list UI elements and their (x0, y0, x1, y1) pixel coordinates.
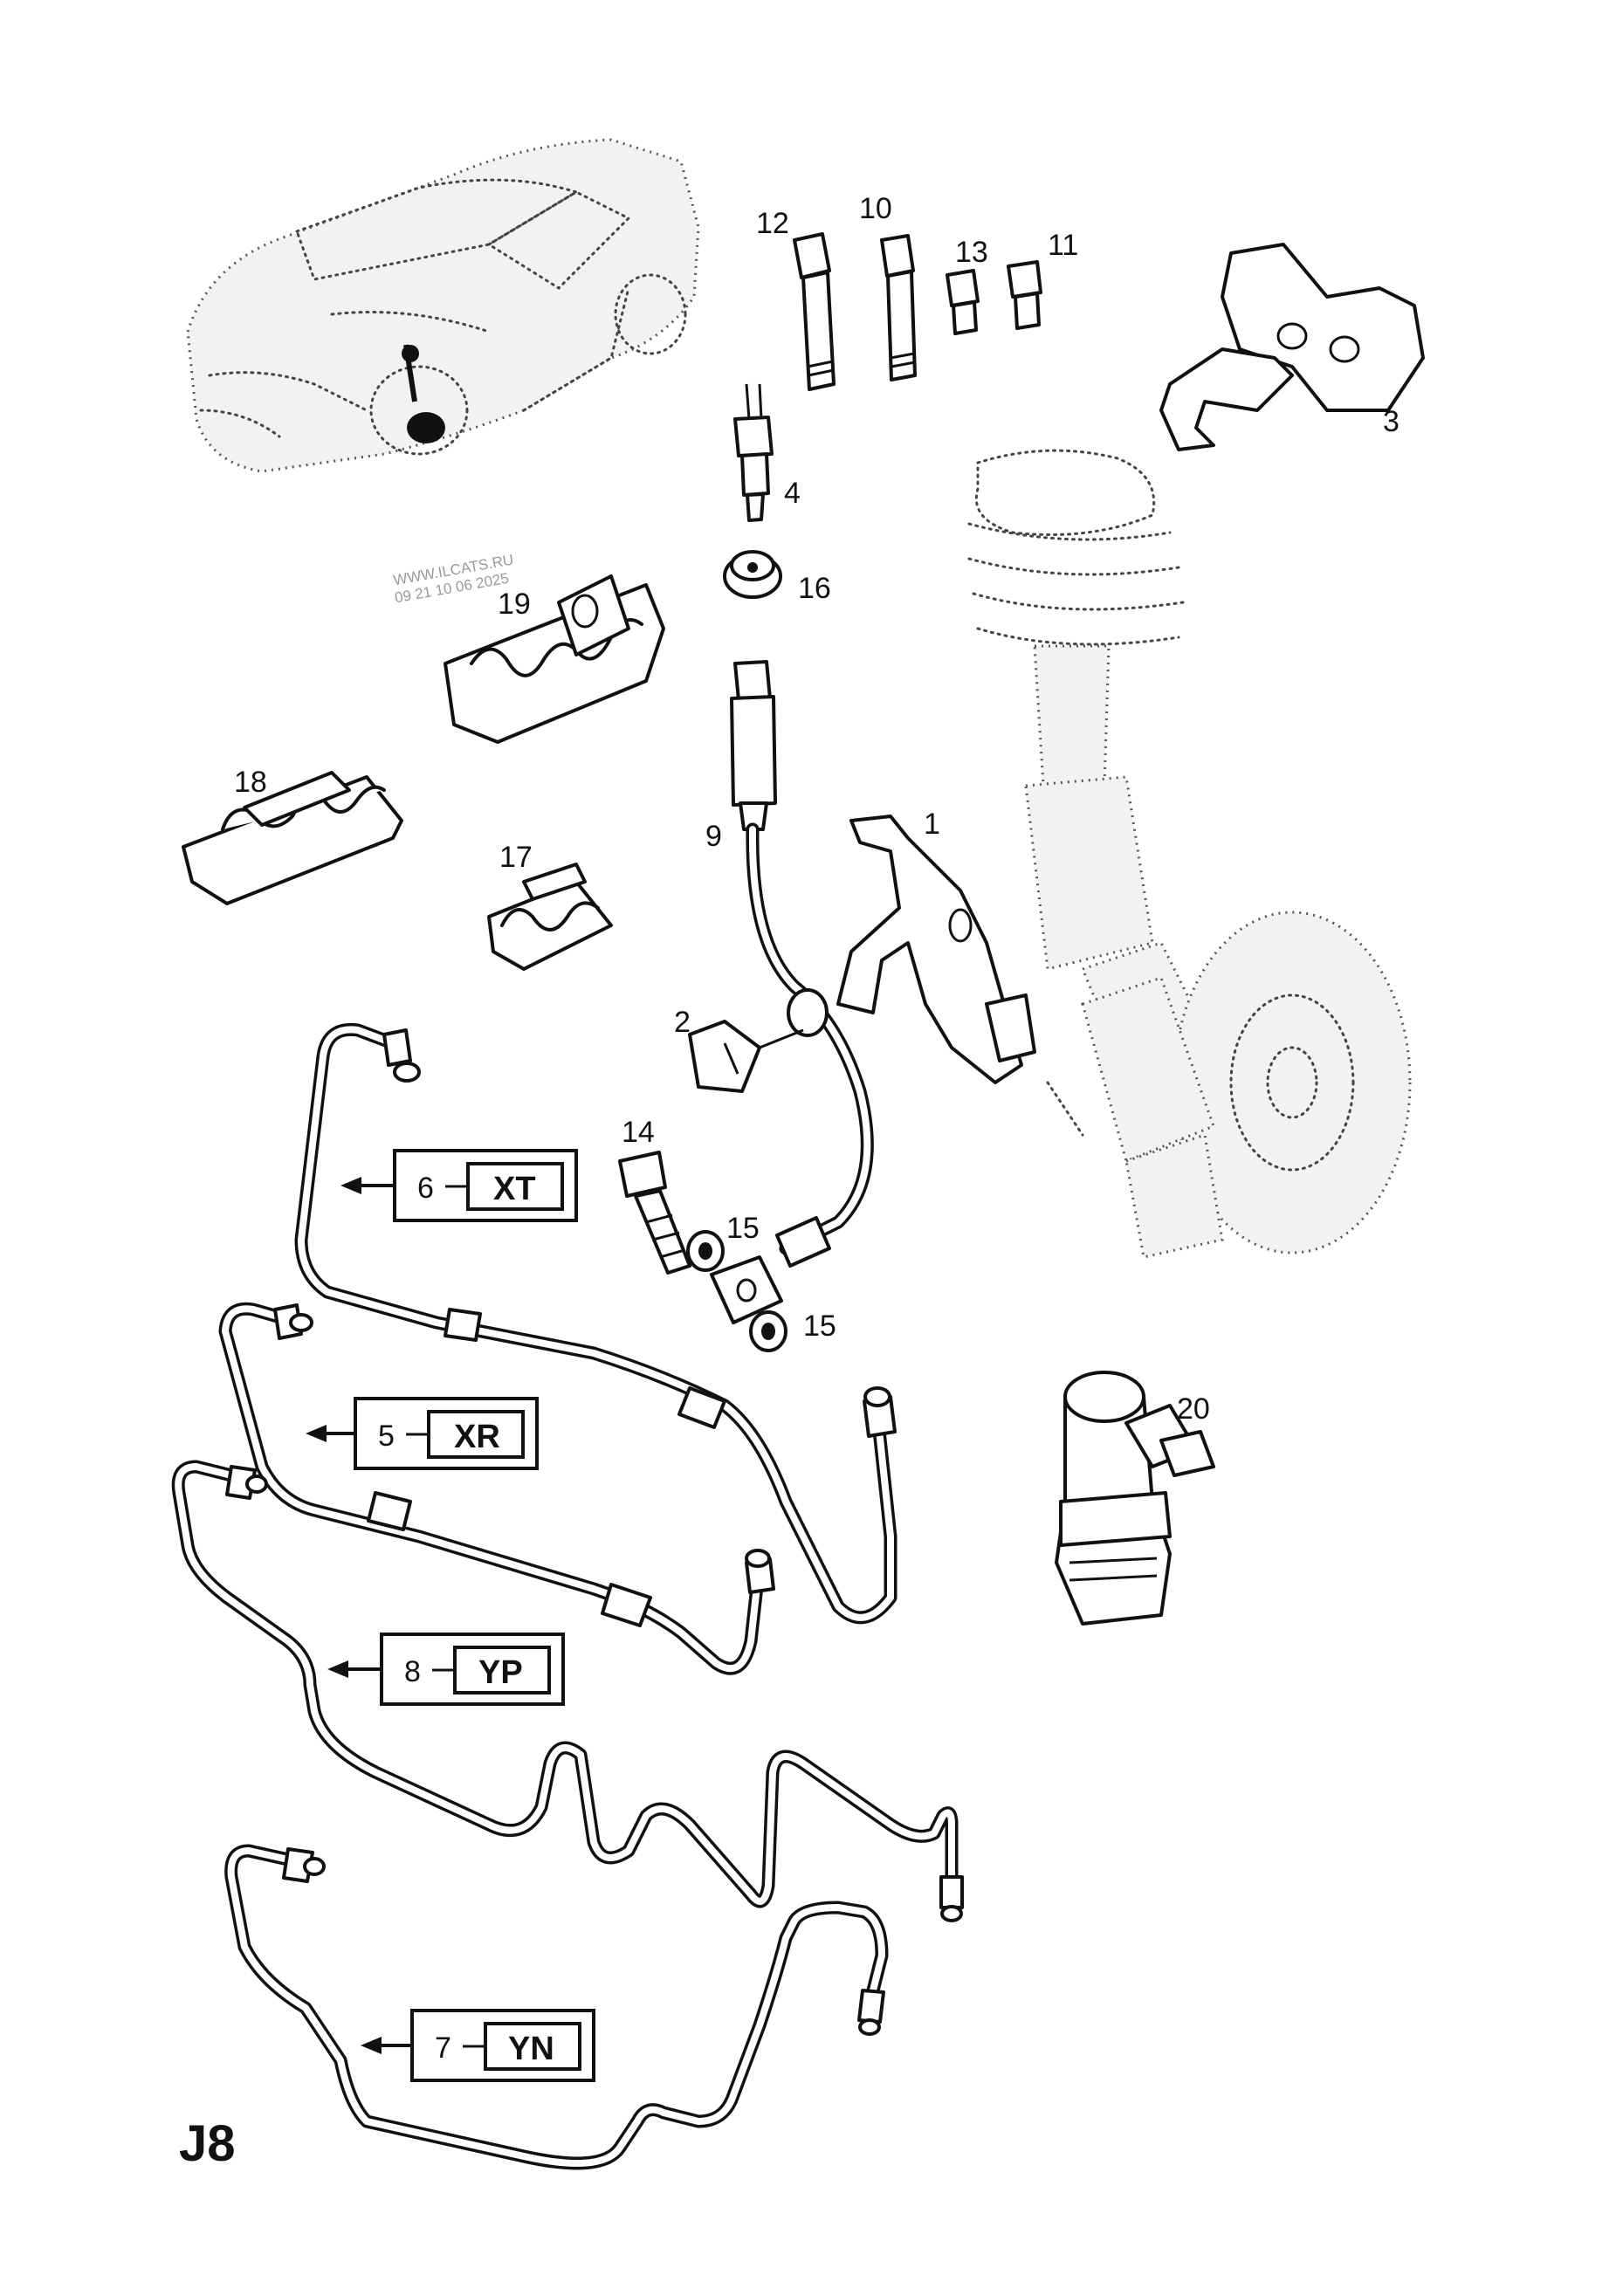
pipe-label-6-xt: 6 XT (340, 1149, 578, 1222)
part-15-washer-lower (749, 1310, 787, 1352)
callout-15-upper: 15 (726, 1212, 760, 1245)
callout-14: 14 (622, 1116, 655, 1149)
callout-17: 17 (499, 841, 533, 874)
part-3-bracket (1159, 243, 1425, 451)
pipe-8 (171, 1460, 964, 1922)
part-16-clip (723, 550, 782, 599)
part-10-bolt (880, 234, 917, 382)
part-12-bolt (793, 232, 836, 391)
part-20-valve (1055, 1371, 1215, 1626)
callout-3: 3 (1383, 405, 1399, 438)
strut-and-disc-outline (967, 449, 1412, 1259)
callout-labels: 12 10 13 11 3 4 16 19 18 17 9 1 2 14 15 … (234, 192, 1399, 1426)
callout-13: 13 (955, 236, 988, 269)
callout-20: 20 (1177, 1392, 1210, 1426)
pipe-label-6-code: XT (493, 1171, 536, 1207)
callout-16: 16 (798, 572, 831, 605)
pipe-7 (224, 1844, 889, 2170)
part-17-pipe-clip (487, 863, 613, 971)
callout-1: 1 (924, 808, 940, 841)
pipe-label-5-xr: 5 XR (306, 1397, 539, 1470)
part-4-pipe-fitting (733, 383, 774, 522)
part-2-clip (688, 1020, 804, 1093)
callout-18: 18 (234, 766, 267, 799)
part-9-brake-hose (730, 660, 874, 1268)
part-19-pipe-clip (444, 574, 665, 744)
pipe-label-7-number: 7 (435, 2031, 451, 2065)
pipe-5 (218, 1302, 775, 1675)
part-1-bracket (836, 815, 1036, 1084)
part-11-fitting (1007, 260, 1042, 330)
pipe-label-5-code: XR (454, 1419, 500, 1455)
pipe-label-7-yn: 7 YN (361, 2009, 595, 2082)
pipe-label-8-number: 8 (404, 1655, 421, 1688)
part-18-pipe-clip (182, 771, 403, 905)
pipe-label-6-number: 6 (417, 1172, 434, 1205)
part-15-washer-upper (686, 1230, 725, 1272)
banjo-fitting (710, 1255, 783, 1324)
pipe-label-7-code: YN (508, 2031, 554, 2067)
callout-10: 10 (859, 192, 892, 225)
part-14-banjo-bolt (618, 1151, 691, 1275)
pipe-label-5-number: 5 (378, 1420, 395, 1453)
pipe-6 (294, 1022, 897, 1625)
callout-15-lower: 15 (803, 1310, 836, 1343)
callout-12: 12 (756, 207, 789, 240)
diagram-id: J8 (179, 2115, 236, 2172)
pipe-label-8-yp: 8 YP (327, 1633, 565, 1706)
part-13-fitting (946, 269, 980, 335)
pipe-label-8-code: YP (478, 1654, 523, 1691)
callout-4: 4 (784, 477, 801, 510)
vehicle-outline (186, 138, 700, 473)
callout-9: 9 (705, 820, 722, 853)
callout-2: 2 (674, 1006, 691, 1039)
callout-19: 19 (498, 588, 531, 621)
callout-11: 11 (1048, 229, 1078, 262)
